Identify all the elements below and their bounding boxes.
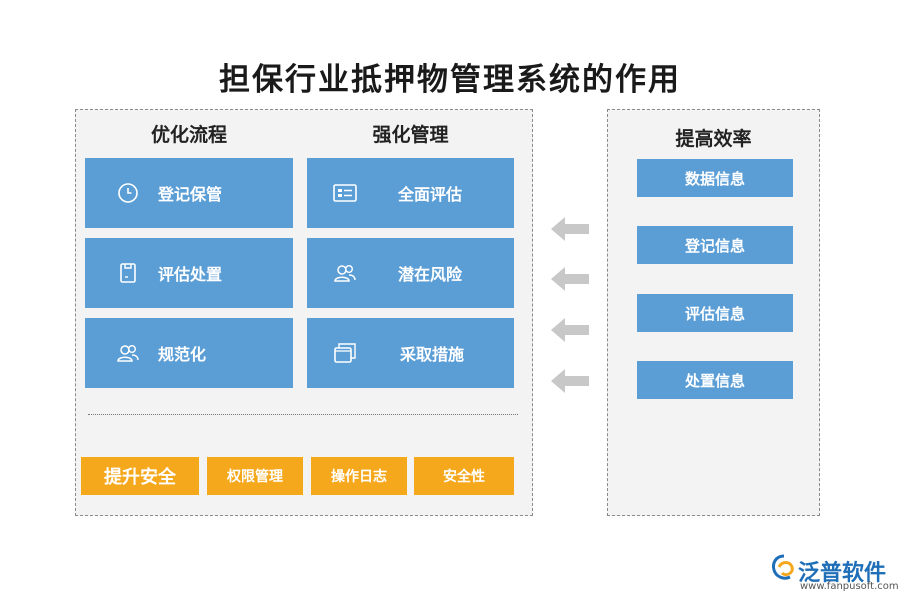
card-full-assessment: 全面评估 (307, 158, 514, 228)
card-take-measures: 采取措施 (307, 318, 514, 388)
logo-url-text: www.fanpusoft.com (800, 581, 899, 592)
left-arrow-icon (551, 369, 589, 393)
document-icon (115, 260, 141, 286)
card-label: 全面评估 (398, 185, 463, 204)
col1-heading: 优化流程 (150, 124, 227, 146)
security-box: 安全性 (414, 457, 514, 495)
info-box-dispose: 处置信息 (637, 361, 793, 399)
brand-logo: 泛普软件 www.fanpusoft.com (770, 553, 899, 593)
dotted-divider (88, 414, 518, 415)
right-heading: 提高效率 (675, 128, 752, 150)
left-arrow-icon (551, 318, 589, 342)
people-icon (332, 260, 358, 286)
left-arrow-icon (551, 217, 589, 241)
card-standardize: 规范化 (85, 318, 293, 388)
card-register-custody: 登记保管 (85, 158, 293, 228)
permission-management-box: 权限管理 (207, 457, 303, 495)
users-icon (115, 340, 141, 366)
card-evaluate-dispose: 评估处置 (85, 238, 293, 308)
operation-log-box: 操作日志 (311, 457, 407, 495)
card-potential-risk: 潜在风险 (307, 238, 514, 308)
info-box-data: 数据信息 (637, 159, 793, 197)
card-label: 规范化 (158, 345, 207, 364)
diagram-title: 担保行业抵押物管理系统的作用 (219, 62, 681, 98)
col2-heading: 强化管理 (372, 124, 449, 146)
card-label: 登记保管 (158, 185, 223, 204)
card-label: 采取措施 (400, 345, 465, 364)
logo-brand-text: 泛普软件 (798, 561, 887, 586)
card-label: 潜在风险 (398, 265, 463, 284)
improve-security-box: 提升安全 (81, 457, 199, 495)
logo-mark-icon (772, 554, 794, 580)
list-card-icon (332, 180, 358, 206)
left-arrow-icon (551, 267, 589, 291)
card-label: 评估处置 (158, 265, 223, 284)
stacked-windows-icon (332, 340, 358, 366)
info-box-register: 登记信息 (637, 226, 793, 264)
clock-icon (115, 180, 141, 206)
info-box-evaluate: 评估信息 (637, 294, 793, 332)
